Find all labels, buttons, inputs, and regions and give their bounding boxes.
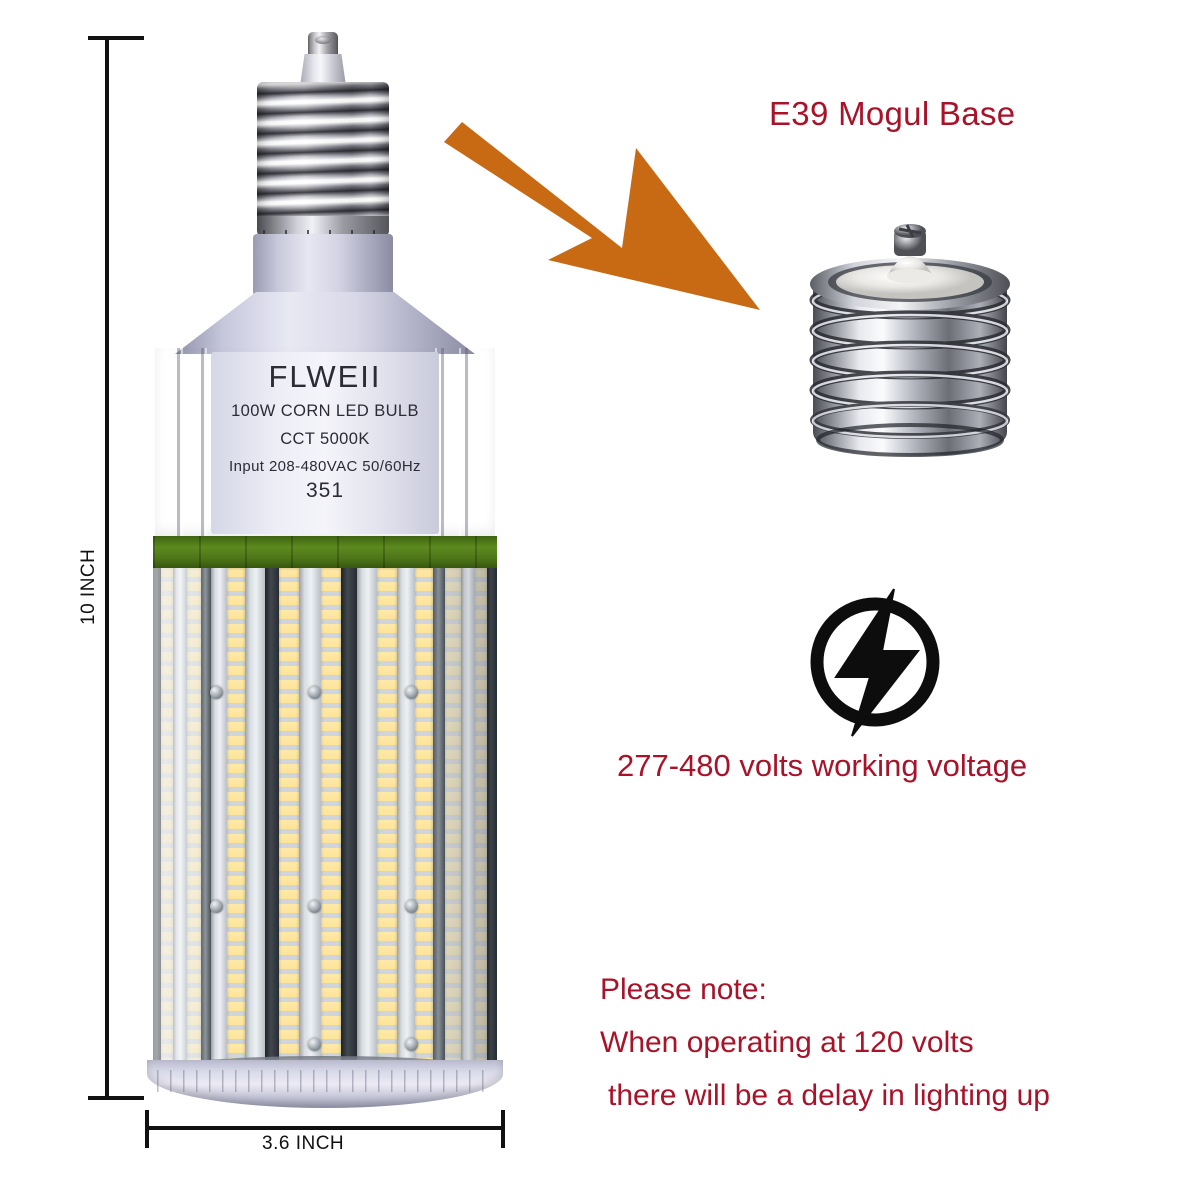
bulb-spec-cct: CCT 5000K <box>280 430 370 449</box>
cage-screw <box>405 686 418 699</box>
led-panel-gap <box>341 568 357 1066</box>
bulb-shoulder <box>175 292 475 354</box>
led-column <box>475 568 487 1066</box>
housing-fin <box>441 348 444 538</box>
bulb-base-insulator <box>300 54 346 86</box>
led-pcb-strip <box>245 568 265 1066</box>
housing-fin <box>177 348 180 538</box>
bulb-spec-input: Input 208-480VAC 50/60Hz <box>229 458 421 476</box>
please-note-heading: Please note: <box>600 973 767 1006</box>
led-pcb-strip <box>357 568 377 1066</box>
housing-fin <box>465 348 468 538</box>
arrow-down-right-icon <box>444 122 760 310</box>
led-pcb-strip <box>173 568 187 1066</box>
bulb-neck <box>253 234 393 296</box>
led-column <box>377 568 397 1066</box>
led-panel-gap <box>265 568 279 1066</box>
led-pcb-strip <box>299 568 321 1066</box>
led-column <box>415 568 433 1066</box>
led-panel-gap <box>153 568 161 1066</box>
led-column <box>279 568 299 1066</box>
green-separator-band <box>153 536 497 568</box>
bulb-spec-wattage: 100W CORN LED BULB <box>231 402 419 421</box>
height-dimension-label: 10 INCH <box>78 548 99 625</box>
width-dimension-right-tick <box>501 1110 505 1148</box>
note-line-delay: there will be a delay in lighting up <box>608 1079 1050 1112</box>
bulb-serial-number: 351 <box>305 478 345 502</box>
bulb-center-contact <box>308 32 338 58</box>
housing-fin-highlight <box>205 348 207 538</box>
cage-screw <box>308 900 321 913</box>
bulb-label-text-block: FLWEII 100W CORN LED BULB CCT 5000K Inpu… <box>155 359 495 503</box>
cage-screw <box>308 1038 321 1051</box>
led-column <box>445 568 461 1066</box>
height-dimension-bottom-tick <box>88 1096 144 1100</box>
working-voltage-text: 277-480 volts working voltage <box>617 748 1028 783</box>
note-line-operating-voltage: When operating at 120 volts <box>600 1026 974 1059</box>
led-panel-gap <box>201 568 211 1066</box>
led-pcb-strip <box>461 568 475 1066</box>
led-column <box>227 568 245 1066</box>
height-dimension-line <box>105 36 109 1100</box>
cage-screw <box>308 686 321 699</box>
bulb-screw-threads <box>257 82 389 227</box>
cage-screw <box>405 900 418 913</box>
cage-screw <box>405 1038 418 1051</box>
led-panel-gap <box>433 568 445 1066</box>
bulb-base-ring <box>147 1060 503 1108</box>
e39-mogul-base-title: E39 Mogul Base <box>769 95 1016 132</box>
housing-fin-highlight <box>181 348 183 538</box>
led-column <box>161 568 173 1066</box>
led-column <box>187 568 201 1066</box>
cage-screw <box>210 900 223 913</box>
e39-mogul-base-photo <box>809 224 1011 457</box>
led-array-cage <box>153 568 497 1066</box>
height-dimension-top-tick <box>88 36 144 40</box>
housing-fin-highlight <box>459 348 461 538</box>
bulb-base-skirt <box>257 216 389 236</box>
led-pcb-strip <box>397 568 415 1066</box>
led-panel-gap <box>487 568 497 1066</box>
width-dimension-line <box>145 1126 505 1130</box>
led-pcb-strip <box>211 568 227 1066</box>
bulb-brand-name: FLWEII <box>268 359 382 394</box>
cage-screw <box>210 686 223 699</box>
bulb-label-plate <box>211 352 439 534</box>
lightning-bolt-in-circle-icon <box>810 588 940 737</box>
led-column <box>321 568 341 1066</box>
width-dimension-label: 3.6 INCH <box>262 1133 345 1154</box>
housing-fin <box>201 348 204 538</box>
